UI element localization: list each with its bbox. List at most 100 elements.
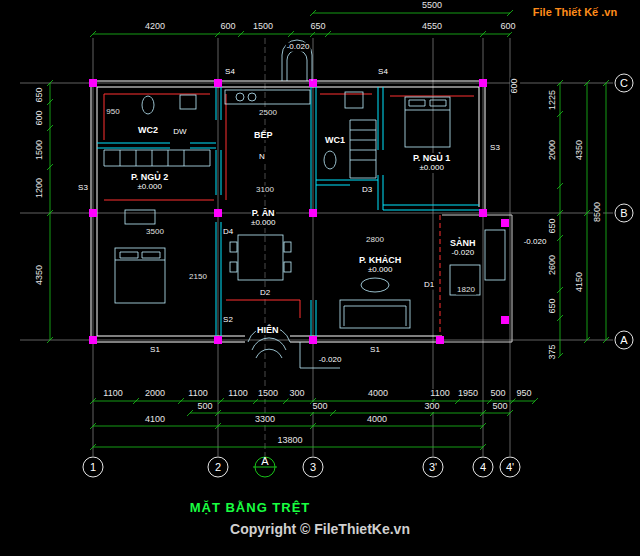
axis-label: A bbox=[260, 455, 269, 467]
dimension-text: 3300 bbox=[254, 415, 276, 425]
room-label: P. NGỦ 2±0.000 bbox=[129, 171, 170, 193]
room-dimension: 3100 bbox=[255, 186, 275, 195]
dimension-text: 1100 bbox=[429, 389, 450, 399]
room-dimension: 2800 bbox=[365, 236, 385, 245]
door-window-tag: D1 bbox=[423, 281, 435, 290]
dimension-text: 4000 bbox=[366, 415, 388, 425]
dimension-text: 600 bbox=[219, 22, 236, 32]
door-window-tag: S3 bbox=[489, 144, 501, 153]
room-name: P. ĂN bbox=[251, 208, 276, 218]
dimension-text: 500 bbox=[491, 402, 508, 412]
dimension-text: 2000 bbox=[144, 389, 166, 399]
room-name: P. KHÁCH bbox=[358, 255, 402, 265]
room-name: HIÊN bbox=[256, 325, 280, 335]
dimension-text: 4100 bbox=[144, 415, 166, 425]
watermark: File Thiết Kế .vn bbox=[532, 6, 618, 18]
dimension-text: 1500 bbox=[35, 139, 45, 161]
axis-label: 4 bbox=[479, 461, 487, 473]
axis-label: B bbox=[619, 207, 628, 219]
room-label: HIÊN bbox=[255, 324, 281, 336]
level-mark: -0.020 bbox=[523, 238, 548, 247]
axis-label: A bbox=[619, 334, 628, 346]
dimension-text: 1500 bbox=[257, 389, 279, 399]
door-window-tag: S4 bbox=[377, 68, 389, 77]
door-window-tag: D4 bbox=[222, 228, 234, 237]
dimension-text: 5500 bbox=[421, 1, 443, 11]
dimension-text: 4550 bbox=[421, 22, 443, 32]
room-label: BẾP bbox=[252, 129, 275, 141]
room-dimension: 3500 bbox=[145, 228, 165, 237]
dimension-text: 4200 bbox=[144, 22, 166, 32]
room-dimension: 950 bbox=[105, 108, 120, 117]
door-window-tag: DW bbox=[172, 128, 187, 137]
dimension-text: 13800 bbox=[276, 436, 303, 446]
axis-label: 1 bbox=[89, 461, 97, 473]
dimension-text: 4150 bbox=[575, 271, 585, 293]
floor-level: ±0.000 bbox=[367, 265, 393, 274]
dimension-text: 650 bbox=[548, 297, 558, 314]
dimension-text: 650 bbox=[548, 217, 558, 234]
dimension-text: 650 bbox=[35, 86, 45, 103]
axis-label: 3 bbox=[309, 461, 317, 473]
dimension-text: 4000 bbox=[367, 389, 389, 399]
door-window-tag: D2 bbox=[259, 289, 271, 298]
dimension-text: 300 bbox=[423, 402, 440, 412]
door-window-tag: N bbox=[258, 153, 266, 162]
dimension-text: 4350 bbox=[35, 264, 45, 286]
floor-level: -0.020 bbox=[450, 248, 475, 257]
door-window-tag: S3 bbox=[77, 184, 89, 193]
room-dimension: 2500 bbox=[258, 109, 278, 118]
dimension-text: 500 bbox=[311, 402, 328, 412]
room-label: WC2 bbox=[136, 124, 160, 136]
axis-label: 4' bbox=[505, 461, 515, 473]
room-name: BẾP bbox=[253, 130, 274, 140]
door-window-tag: D3 bbox=[361, 186, 373, 195]
door-window-tag: S4 bbox=[224, 68, 236, 77]
room-name: P. NGỦ 1 bbox=[412, 153, 451, 163]
floor-level: ±0.000 bbox=[418, 163, 444, 172]
axis-label: C bbox=[619, 77, 629, 89]
dimension-text: 1500 bbox=[252, 22, 274, 32]
axis-label: 2 bbox=[214, 461, 222, 473]
dimension-text: 4350 bbox=[575, 139, 585, 161]
dimension-text: 650 bbox=[309, 22, 326, 32]
dimension-text: 500 bbox=[196, 402, 213, 412]
dimension-text: 375 bbox=[548, 343, 558, 360]
dimension-text: 300 bbox=[288, 389, 305, 399]
dimension-text: 600 bbox=[35, 109, 45, 126]
door-window-tag: S1 bbox=[369, 346, 381, 355]
level-mark: -0.020 bbox=[318, 356, 343, 365]
room-name: P. NGỦ 2 bbox=[130, 172, 169, 182]
room-name: WC1 bbox=[324, 135, 346, 145]
plan-title: MẶT BẰNG TRỆT bbox=[189, 501, 312, 515]
axis-label: 3' bbox=[428, 461, 438, 473]
door-window-tag: S1 bbox=[149, 346, 161, 355]
dimension-text: 2600 bbox=[548, 254, 558, 276]
dimension-text: 600 bbox=[499, 22, 516, 32]
room-label: P. KHÁCH±0.000 bbox=[357, 254, 403, 276]
room-label: P. ĂN±0.000 bbox=[249, 207, 277, 229]
dimension-text: 1100 bbox=[187, 389, 208, 399]
dimension-text: 1950 bbox=[457, 389, 479, 399]
dimension-text: 600 bbox=[510, 77, 520, 94]
dimension-text: 8500 bbox=[593, 201, 603, 223]
room-label: SẢNH-0.020 bbox=[448, 237, 478, 259]
room-label: P. NGỦ 1±0.000 bbox=[411, 152, 452, 174]
level-mark: -0.020 bbox=[286, 43, 311, 52]
room-dimension: 2150 bbox=[188, 273, 208, 282]
dimension-text: 1225 bbox=[548, 89, 558, 111]
copyright-note: Copyright © FileThietKe.vn bbox=[229, 522, 411, 537]
dimension-text: 2000 bbox=[548, 139, 558, 161]
dimension-text: 1100 bbox=[102, 389, 123, 399]
room-label: WC1 bbox=[323, 134, 347, 146]
dimension-text: 1200 bbox=[35, 177, 45, 199]
floor-level: ±0.000 bbox=[136, 182, 162, 191]
room-dimension: 1820 bbox=[456, 286, 476, 295]
dimension-text: 950 bbox=[515, 389, 532, 399]
room-name: SẢNH bbox=[449, 238, 477, 248]
dimension-text: 500 bbox=[489, 389, 506, 399]
floor-level: ±0.000 bbox=[250, 218, 276, 227]
door-window-tag: S2 bbox=[222, 316, 234, 325]
dimension-text: 1100 bbox=[227, 389, 248, 399]
